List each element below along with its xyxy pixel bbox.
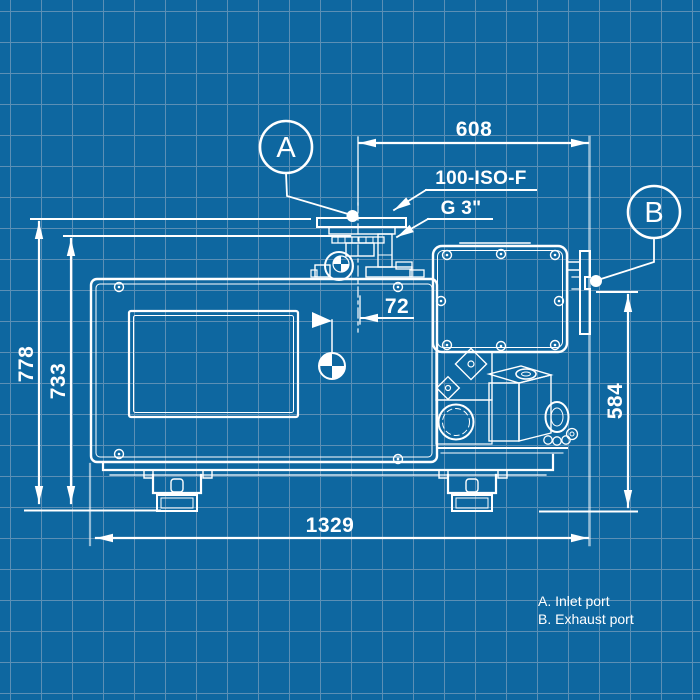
dim-778-value: 778 <box>15 346 38 383</box>
inlet-port-assembly <box>310 202 425 333</box>
exhaust-flange <box>566 250 591 335</box>
dim-608-value: 608 <box>456 118 493 141</box>
foot-right <box>446 473 498 512</box>
gearbox-panel <box>435 347 493 401</box>
dim-1329: 1329 <box>94 514 590 543</box>
label-inlet-thread: G 3" <box>395 198 493 239</box>
dim-733: 733 <box>24 235 351 512</box>
dim-584-value: 584 <box>604 383 627 420</box>
extension-lines-light <box>88 135 591 547</box>
dim-584: 584 <box>539 291 638 513</box>
legend-inlet: A. Inlet port <box>538 593 610 609</box>
callout-a: A <box>258 119 359 222</box>
legend-exhaust: B. Exhaust port <box>538 611 634 627</box>
port-labels: 100-ISO-F G 3" <box>392 168 537 239</box>
label-inlet-flange: 100-ISO-F <box>392 168 537 212</box>
legend: A. Inlet port B. Exhaust port <box>538 593 634 627</box>
center-of-gravity-marker <box>312 312 346 380</box>
dimensions: 608 72 778 733 584 1329 <box>15 118 638 543</box>
dim-608: 608 <box>357 118 590 206</box>
pump-module <box>431 242 579 454</box>
clamp-ring <box>324 251 354 281</box>
module-bolts <box>435 248 565 352</box>
callout-b-letter: B <box>644 197 663 229</box>
oil-separator-box <box>486 365 554 442</box>
foot-left <box>151 473 203 512</box>
chassis-rail <box>101 453 555 479</box>
front-panel <box>127 309 300 419</box>
side-flange <box>543 401 579 446</box>
dim-72: 72 <box>359 295 414 325</box>
motor-port <box>435 399 493 445</box>
dim-778: 778 <box>15 218 311 505</box>
main-housing <box>89 277 439 465</box>
dim-733-value: 733 <box>47 363 70 400</box>
dim-1329-value: 1329 <box>306 514 355 537</box>
dim-72-value: 72 <box>385 295 409 318</box>
inlet-flange-text: 100-ISO-F <box>435 168 526 189</box>
callout-b: B <box>590 184 682 287</box>
housing-bolts <box>113 281 404 465</box>
pump-drawing <box>89 202 591 512</box>
inlet-thread-text: G 3" <box>441 198 482 219</box>
callout-a-letter: A <box>276 132 296 164</box>
flange-serrations <box>337 237 374 243</box>
